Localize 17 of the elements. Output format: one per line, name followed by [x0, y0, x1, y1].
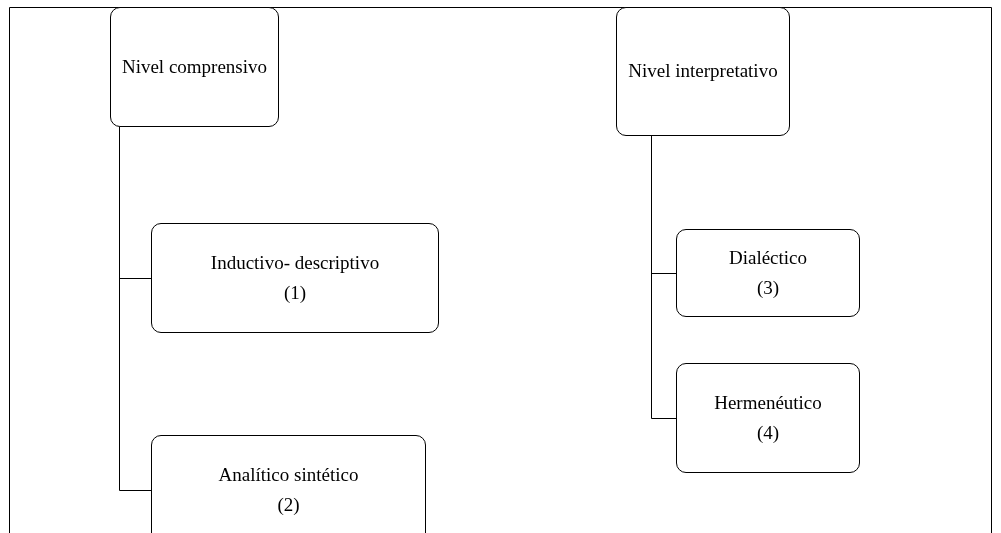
node-text: (2)	[277, 493, 300, 517]
rounded-box	[151, 435, 426, 533]
rounded-box	[616, 7, 790, 136]
rounded-box	[110, 7, 279, 127]
node-text: Nivel interpretativo	[628, 59, 778, 84]
node-text: Nivel comprensivo	[121, 54, 268, 79]
node-text: (1)	[283, 281, 307, 305]
node-text: Dialéctico	[728, 245, 808, 270]
connector-line	[651, 135, 677, 419]
rounded-box	[676, 229, 860, 317]
rounded-box	[676, 363, 860, 473]
node-text: Analítico sintético	[218, 462, 359, 487]
node-text: (4)	[756, 421, 780, 445]
node-text: Hermenéutico	[714, 390, 822, 415]
node-text: (3)	[756, 276, 780, 300]
node-text: Inductivo- descriptivo	[210, 250, 380, 275]
rounded-box	[151, 223, 439, 333]
